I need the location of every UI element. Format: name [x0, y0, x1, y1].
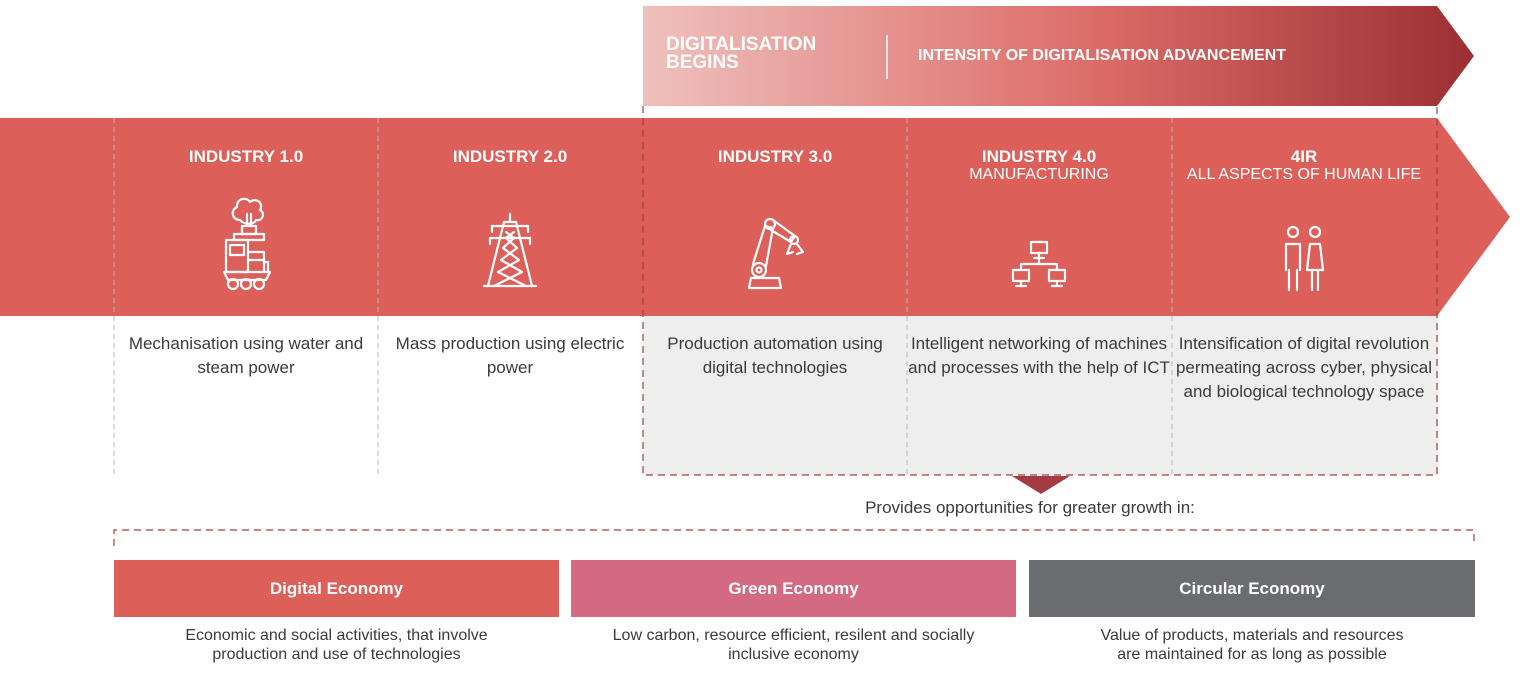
stage-3-header: INDUSTRY 3.0 — [643, 147, 907, 166]
circular-economy-label: Circular Economy — [1179, 579, 1325, 598]
people-icon — [1172, 192, 1436, 302]
power-pylon-icon — [378, 192, 642, 302]
digital-economy-box — [114, 560, 559, 617]
green-economy-label: Green Economy — [728, 579, 859, 598]
provides-opportunities-text: Provides opportunities for greater growt… — [865, 498, 1195, 517]
stage-4-description: Intelligent networking of machines and p… — [908, 334, 1170, 377]
digital-stages-outline — [642, 106, 1438, 476]
stage-title: INDUSTRY 4.0 — [981, 147, 1097, 166]
stage-subtitle: MANUFACTURING — [969, 166, 1109, 183]
stage-title: INDUSTRY 2.0 — [452, 147, 568, 166]
stage-title: INDUSTRY 3.0 — [717, 147, 833, 166]
stage-subtitle: ALL ASPECTS OF HUMAN LIFE — [1186, 166, 1422, 183]
network-icon — [907, 192, 1171, 302]
stage-5-description: Intensification of digital revolution pe… — [1175, 334, 1433, 401]
stage-1-description: Mechanisation using water and steam powe… — [128, 334, 364, 377]
stage-4-header: INDUSTRY 4.0 MANUFACTURING — [907, 147, 1171, 184]
stage-2-header: INDUSTRY 2.0 — [378, 147, 642, 166]
stage-title: 4IR — [1290, 147, 1318, 166]
green-economy-box — [571, 560, 1016, 617]
digital-economy-label: Digital Economy — [269, 579, 404, 598]
stage-2-description: Mass production using electric power — [395, 334, 625, 377]
stage-5-header: 4IR ALL ASPECTS OF HUMAN LIFE — [1172, 147, 1436, 184]
digitalisation-arrow — [643, 6, 1474, 106]
circular-economy-box — [1029, 560, 1475, 617]
stage-title: INDUSTRY 1.0 — [188, 147, 304, 166]
digitalisation-intensity-label: INTENSITY OF DIGITALISATION ADVANCEMENT — [918, 47, 1286, 64]
circular-economy-description: Value of products, materials and resourc… — [1100, 627, 1404, 663]
green-economy-description: Low carbon, resource efficient, resilent… — [612, 627, 975, 663]
digitalisation-begins-label: DIGITALISATION BEGINS — [666, 34, 817, 73]
down-pointer — [1012, 476, 1070, 494]
economies-bracket — [113, 529, 1475, 546]
steam-train-icon — [114, 192, 378, 302]
stage-1-header: INDUSTRY 1.0 — [114, 147, 378, 166]
digital-economy-description: Economic and social activities, that inv… — [185, 627, 488, 663]
robot-arm-icon — [643, 192, 907, 302]
digital-stages-panel — [643, 316, 1438, 475]
stage-3-description: Production automation using digital tech… — [667, 334, 883, 377]
